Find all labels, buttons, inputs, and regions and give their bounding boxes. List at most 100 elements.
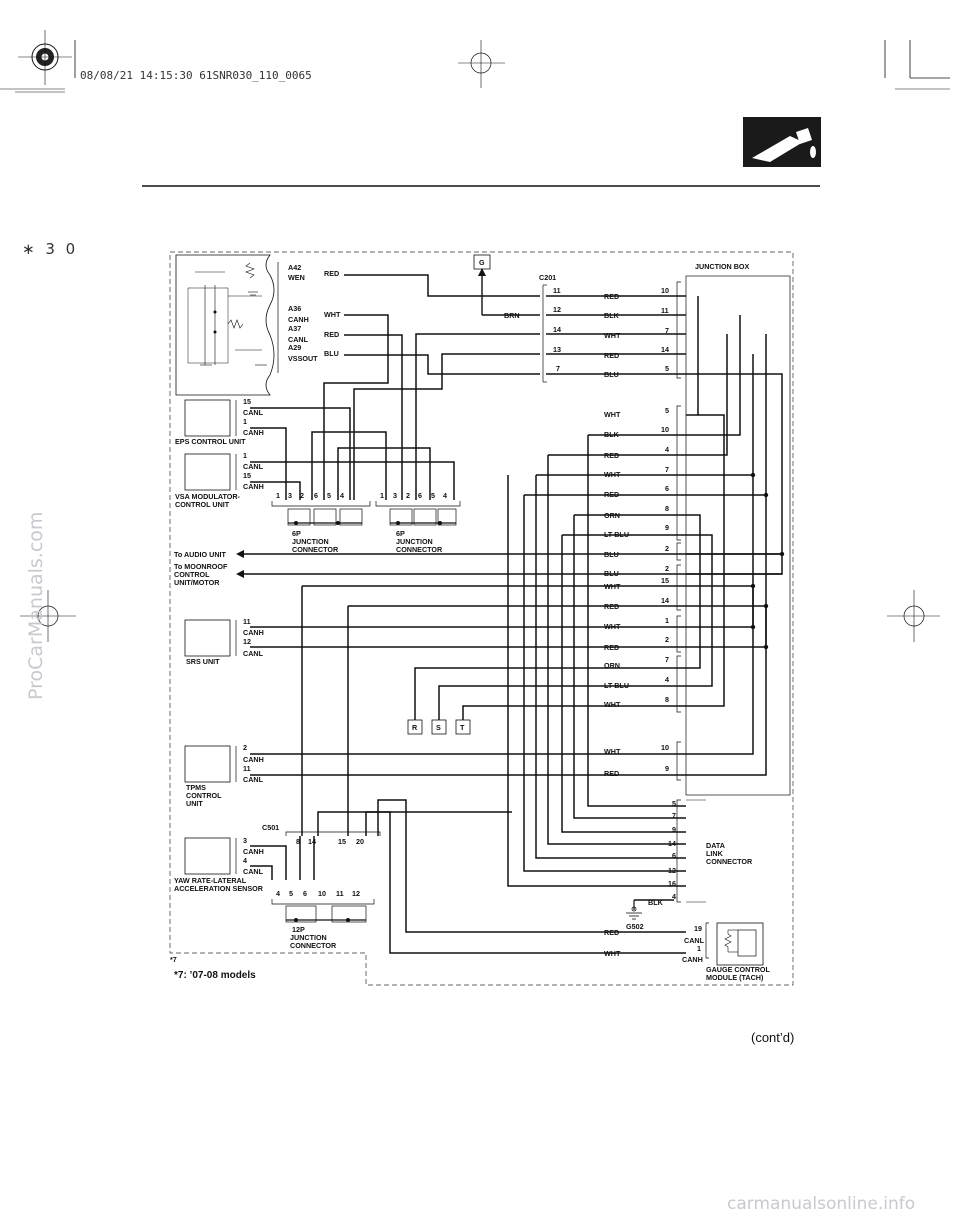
vsa-label: CONTROL UNIT <box>175 500 230 509</box>
mid-pin: 4 <box>665 445 669 454</box>
pcm-pin-a36-name: CANH <box>288 315 309 324</box>
r-label: R <box>412 723 418 732</box>
moonroof-label: CONTROL <box>174 570 210 579</box>
jc6p-pin: 6 <box>314 491 318 500</box>
moonroof-label: UNIT/MOTOR <box>174 578 220 587</box>
brn-wire: BRN <box>504 311 520 320</box>
vsa-label: VSA MODULATOR- <box>175 492 241 501</box>
mid-wire-labels: WHT BLK RED WHT RED ORN LT BLU BLU BLU W… <box>604 406 669 709</box>
srs-pin: 11 <box>243 617 251 626</box>
gauge-pin-name: CANL <box>684 936 705 945</box>
gauge-label: MODULE (TACH) <box>706 973 764 982</box>
srs-pin-name: CANL <box>243 649 264 658</box>
jc12p-pin: 15 <box>338 837 346 846</box>
pcm-pin-a36: A36 <box>288 304 301 313</box>
eps-pin: 1 <box>243 417 247 426</box>
jc12p-label: 12P <box>292 925 305 934</box>
tpms-jb-pin: 10 <box>661 743 669 752</box>
mid-pin: 7 <box>665 655 669 664</box>
c501-label: C501 <box>262 823 279 832</box>
registration-mark-right <box>887 590 940 642</box>
jb-pin: 5 <box>665 364 669 373</box>
mid-pin: 10 <box>661 425 669 434</box>
junction-box-label: JUNCTION BOX <box>695 262 750 271</box>
vsa-pin: 15 <box>243 471 251 480</box>
yaw-pin-name: CANL <box>243 867 264 876</box>
gauge-pin-name: CANH <box>682 955 703 964</box>
c201-label: C201 <box>539 273 556 282</box>
jc6p-pin: 4 <box>340 491 344 500</box>
dlc-label: CONNECTOR <box>706 857 753 866</box>
jc6p-pin: 3 <box>393 491 397 500</box>
jc6p-pin: 3 <box>288 491 292 500</box>
footnote-marker: *7 <box>170 955 177 964</box>
mid-pin: 7 <box>665 465 669 474</box>
mid-pin: 8 <box>665 695 669 704</box>
jb-pin: 10 <box>661 286 669 295</box>
gauge-module <box>716 922 764 966</box>
mid-pin: 9 <box>665 523 669 532</box>
pcm-block <box>175 254 275 396</box>
c201-pin: 12 <box>553 305 561 314</box>
jc12p-pin: 12 <box>352 889 360 898</box>
vsa-box <box>184 453 231 491</box>
jc6p-label: 6P <box>292 529 301 538</box>
tpms-box <box>184 745 231 783</box>
pcm-pin-a37-name: CANL <box>288 335 309 344</box>
jc6p-a: 1 3 2 6 5 4 6P JUNCTION CONNECTOR <box>271 491 371 554</box>
mid-pin: 2 <box>665 544 669 553</box>
c201-pin: 11 <box>553 286 561 295</box>
timestamp-code: 08/08/21 14:15:30 61SNR030_110_0065 <box>80 69 312 82</box>
yaw-pin-name: CANH <box>243 847 264 856</box>
eps-pin: 15 <box>243 397 251 406</box>
g502-label: G502 <box>626 922 644 931</box>
vsa-pin: 1 <box>243 451 247 460</box>
pcm-pin-a29-name: VSSOUT <box>288 354 318 363</box>
bottom-watermark: carmanualsonline.info <box>727 1194 916 1214</box>
jc6p-pin: 5 <box>327 491 331 500</box>
footnote: *7: ’07-08 models <box>174 970 256 981</box>
eps-pin-name: CANL <box>243 408 264 417</box>
jb-pin: 7 <box>665 326 669 335</box>
dlc-pin: 9 <box>672 825 676 834</box>
srs-pin-name: CANH <box>243 628 264 637</box>
jc12p-label: CONNECTOR <box>290 941 337 950</box>
jc6p-label: JUNCTION <box>396 537 433 546</box>
blk-wire: BLK <box>648 898 664 907</box>
yaw-label: ACCELERATION SENSOR <box>174 884 264 893</box>
jc12p-pin: 14 <box>308 837 316 846</box>
tpms-jb-wire: RED <box>604 769 619 778</box>
pcm-pin-a42-name: WEN <box>288 273 305 282</box>
pcm-wire-a29: BLU <box>324 349 339 358</box>
vsa-pin-name: CANL <box>243 462 264 471</box>
gauge-label: GAUGE CONTROL <box>706 965 770 974</box>
c201-pin: 14 <box>553 325 561 334</box>
jb-pin: 14 <box>661 345 669 354</box>
jc6p-pin: 1 <box>380 491 384 500</box>
srs-pin: 12 <box>243 637 251 646</box>
jc6p-pin: 1 <box>276 491 280 500</box>
c201-pin: 13 <box>553 345 561 354</box>
continued-label: (cont’d) <box>751 1030 795 1045</box>
tpms-pin-name: CANH <box>243 755 264 764</box>
dlc-pin: 16 <box>668 879 676 888</box>
pcm-pin-a42: A42 <box>288 263 301 272</box>
t-label: T <box>460 723 465 732</box>
jc6p-label: JUNCTION <box>292 537 329 546</box>
mid-pin: 2 <box>665 564 669 573</box>
jc6p-b: 1 3 2 6 5 4 6P JUNCTION CONNECTOR <box>375 491 461 554</box>
page-marker: ∗ 3 0 <box>22 240 79 258</box>
vsa-pin-name: CANH <box>243 482 264 491</box>
jc12p-pin: 8 <box>296 837 300 846</box>
yaw-pin: 4 <box>243 856 247 865</box>
jc12p-label: JUNCTION <box>290 933 327 942</box>
yaw-label: YAW RATE-LATERAL <box>174 876 247 885</box>
srs-box <box>184 619 231 657</box>
tpms-label: UNIT <box>186 799 203 808</box>
gauge-pin: 19 <box>694 924 702 933</box>
jc6p-pin: 2 <box>406 491 410 500</box>
dlc-pin: 7 <box>672 811 676 820</box>
mid-pin: 5 <box>665 406 669 415</box>
pcm-wire-a42: RED <box>324 269 339 278</box>
